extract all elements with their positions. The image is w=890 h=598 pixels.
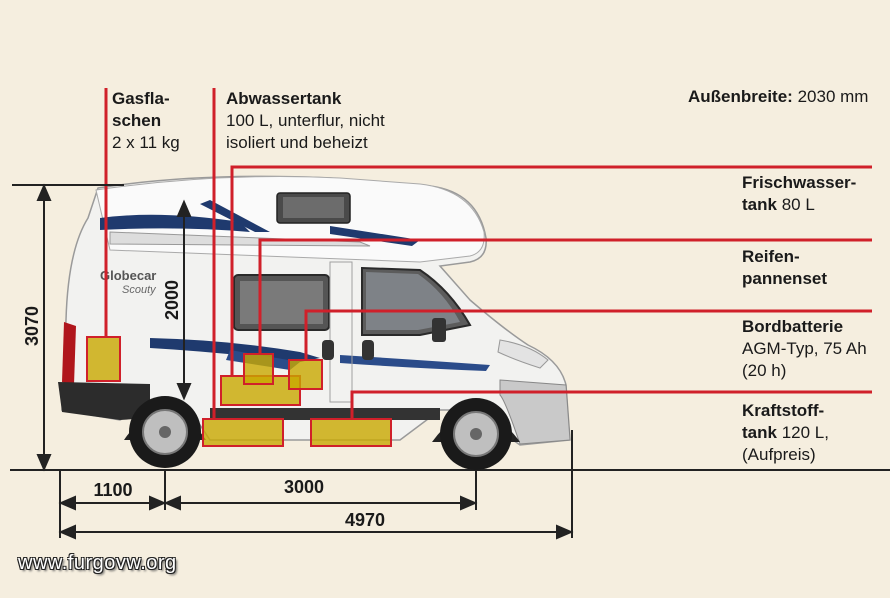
gas-bottle-box bbox=[86, 336, 121, 382]
fuel-leader bbox=[350, 390, 872, 420]
freshwater-tank-box bbox=[220, 375, 301, 406]
freshwater-leader bbox=[230, 165, 872, 377]
dimension-lines bbox=[12, 183, 574, 540]
fuel-value: 120 L, bbox=[781, 423, 829, 442]
height-total-label: 3070 bbox=[22, 306, 42, 346]
freshwater-value: 80 L bbox=[781, 195, 815, 214]
fuel-tank-box bbox=[310, 418, 392, 447]
width-title: Außenbreite: bbox=[688, 87, 793, 106]
freshwater-title-2: tank bbox=[742, 195, 777, 214]
length-total-label: 4970 bbox=[345, 510, 385, 530]
gas-detail: 2 x 11 kg bbox=[112, 133, 180, 152]
battery-line-2: (20 h) bbox=[742, 361, 787, 380]
tyre-title-2: pannenset bbox=[742, 269, 828, 288]
van-model: Scouty bbox=[122, 284, 157, 296]
wastewater-line-1: 100 L, unterflur, nicht bbox=[226, 111, 385, 130]
battery-title: Bordbatterie bbox=[742, 317, 844, 336]
fuel-label: Kraftstoff- tank 120 L, (Aufpreis) bbox=[742, 400, 829, 466]
freshwater-title: Frischwasser- bbox=[742, 173, 857, 192]
wastewater-line-2: isoliert und beheizt bbox=[226, 133, 368, 152]
front-wheel bbox=[440, 398, 512, 470]
wastewater-label: Abwassertank 100 L, unterflur, nicht iso… bbox=[226, 88, 385, 154]
battery-line-1: AGM-Typ, 75 Ah bbox=[742, 339, 867, 358]
tyre-leader bbox=[258, 238, 872, 355]
freshwater-label: Frischwasser- tank 80 L bbox=[742, 172, 856, 216]
fuel-title-2: tank bbox=[742, 423, 777, 442]
gas-label: Gasfla- schen 2 x 11 kg bbox=[112, 88, 180, 154]
tank-markers bbox=[86, 336, 392, 447]
height-interior-label: 2000 bbox=[162, 280, 182, 320]
rear-wheel bbox=[129, 396, 201, 468]
width-label: Außenbreite: 2030 mm bbox=[688, 86, 868, 108]
van-brand: Globecar bbox=[100, 268, 156, 283]
leader-lines bbox=[104, 88, 872, 420]
battery-leader bbox=[304, 309, 872, 361]
watermark: www.furgovw.org bbox=[18, 552, 177, 574]
fuel-line-2: (Aufpreis) bbox=[742, 445, 816, 464]
wheelbase-label: 3000 bbox=[284, 477, 324, 497]
wastewater-tank-box bbox=[202, 418, 284, 447]
battery-label: Bordbatterie AGM-Typ, 75 Ah (20 h) bbox=[742, 316, 867, 382]
wastewater-title: Abwassertank bbox=[226, 89, 342, 108]
battery-box bbox=[288, 359, 323, 390]
gas-title-2: schen bbox=[112, 111, 162, 130]
tyre-kit-box bbox=[243, 353, 274, 385]
tyre-title: Reifen- bbox=[742, 247, 800, 266]
width-value: 2030 mm bbox=[797, 87, 869, 106]
tyre-label: Reifen- pannenset bbox=[742, 246, 827, 290]
fuel-title: Kraftstoff- bbox=[742, 401, 825, 420]
overhang-label: 1100 bbox=[93, 480, 132, 500]
gas-title: Gasfla- bbox=[112, 89, 170, 108]
